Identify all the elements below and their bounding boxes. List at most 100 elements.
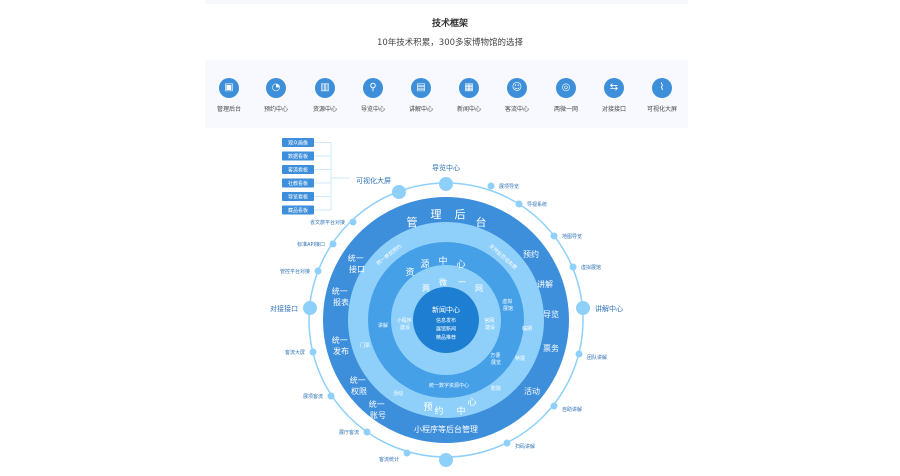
management-right-item: 讲解 bbox=[537, 279, 553, 289]
booking-title: 中 bbox=[456, 405, 465, 417]
management-right-item: 导览 bbox=[543, 309, 559, 319]
flow-item-label: 展项客流 bbox=[303, 393, 323, 400]
map-pin-icon: ⚲ bbox=[363, 78, 383, 98]
flow-item-node bbox=[309, 348, 317, 356]
management-left-item: 统一 发布 bbox=[332, 335, 351, 356]
share-icon: ⇆ bbox=[604, 78, 624, 98]
feature-globe[interactable]: ◎ 两微一网 bbox=[541, 78, 591, 113]
feature-share[interactable]: ⇆ 对接接口 bbox=[589, 78, 639, 113]
explain-item-node bbox=[503, 439, 511, 447]
management-title: 理 bbox=[431, 208, 442, 221]
dashboard-tag-label: 客流看板 bbox=[288, 167, 308, 174]
management-title: 台 bbox=[476, 215, 487, 229]
section-title: 技术框架 bbox=[431, 19, 468, 29]
guide-item-label: 导视系统 bbox=[527, 201, 547, 208]
feature-label: 新闻中心 bbox=[456, 106, 481, 113]
dashboard-tag-label: 数据看板 bbox=[288, 153, 308, 160]
feature-people[interactable]: ☺客流中心 bbox=[492, 78, 542, 113]
explain-item-node bbox=[575, 350, 583, 358]
guide-node bbox=[439, 177, 453, 191]
bar-chart-icon: ▥ bbox=[315, 78, 335, 98]
media-title: 微 bbox=[439, 277, 447, 287]
guide-item-node bbox=[487, 182, 495, 190]
management-title: 管 bbox=[407, 215, 418, 229]
flow-item-node bbox=[363, 428, 371, 436]
user-clock-icon: ◔ bbox=[266, 78, 286, 98]
monitor-icon: ▣ bbox=[219, 78, 239, 98]
people-icon: ☺ bbox=[507, 78, 527, 98]
interface-node bbox=[303, 301, 317, 315]
interface-item-node bbox=[329, 240, 337, 248]
explain-item-label: 团队讲解 bbox=[587, 354, 607, 361]
dashboard-tag bbox=[282, 165, 314, 174]
dashboard-tag bbox=[282, 151, 314, 161]
dashboard-tag-label: 藏品看板 bbox=[288, 207, 308, 214]
media-left: 小程序 建设 bbox=[397, 317, 414, 331]
booking-title: 约 bbox=[434, 405, 443, 417]
feature-line-chart[interactable]: ⌇可视化大屏 bbox=[637, 78, 687, 113]
management-left-item: 统一 账号 bbox=[369, 399, 388, 420]
booking-item: 临期 bbox=[522, 325, 532, 332]
presenter-icon: ▤ bbox=[411, 78, 431, 98]
dashboard-tag bbox=[282, 205, 314, 215]
management-right-item: 预约 bbox=[523, 249, 539, 259]
feature-newspaper[interactable]: ▦新闻中心 bbox=[444, 78, 494, 113]
feature-label: 讲解中心 bbox=[408, 106, 433, 113]
feature-label: 对接接口 bbox=[601, 106, 626, 113]
news-line: 精品推荐 bbox=[436, 334, 456, 341]
feature-label: 两微一网 bbox=[553, 106, 578, 113]
media-title: 网 bbox=[475, 284, 483, 293]
interface-label: 对接接口 bbox=[270, 304, 298, 313]
guide-label: 导览中心 bbox=[432, 163, 460, 172]
guide-item-label: 虚拟展馆 bbox=[581, 264, 601, 271]
ring-news bbox=[413, 287, 479, 353]
management-left-item: 统一 报表 bbox=[332, 286, 351, 307]
feature-presenter[interactable]: ▤ 讲解中心 bbox=[396, 78, 446, 113]
media-title: 两 bbox=[422, 284, 430, 293]
guide-item-node bbox=[569, 263, 577, 271]
management-bottom: 小程序等后台管理 bbox=[414, 424, 478, 434]
resource-bottom: 统一数字资源中心 bbox=[429, 382, 469, 389]
bottom-node bbox=[439, 453, 453, 467]
dashboard-tag-label: 导览看板 bbox=[288, 194, 308, 201]
feature-bar-chart[interactable]: ▥ 资源中心 bbox=[300, 78, 350, 113]
booking-title: 心 bbox=[467, 397, 476, 408]
flow-item-label: 展厅客流 bbox=[339, 429, 359, 436]
visual-node bbox=[392, 185, 406, 199]
dashboard-tag-label: 社教看板 bbox=[288, 180, 308, 187]
explain-item-node bbox=[550, 402, 558, 410]
booking-item: 活动 bbox=[393, 390, 403, 397]
resource-title: 源 bbox=[420, 259, 429, 270]
line-chart-icon: ⌇ bbox=[652, 78, 672, 98]
resource-title: 资 bbox=[405, 267, 414, 278]
explain-node bbox=[576, 301, 590, 315]
resource-item: 方便 展览 bbox=[490, 352, 502, 366]
explain-item-label: 扫码讲解 bbox=[515, 443, 535, 450]
booking-item: 讲解 bbox=[378, 322, 388, 329]
top-divider bbox=[205, 0, 688, 4]
booking-item: 特展 bbox=[515, 355, 525, 362]
dashboard-tag bbox=[282, 138, 314, 147]
interface-item-label: 标准API接口 bbox=[297, 241, 325, 248]
feature-label: 导览中心 bbox=[360, 106, 385, 113]
resource-title: 心 bbox=[456, 259, 465, 270]
management-right-item: 票务 bbox=[543, 343, 559, 353]
feature-monitor[interactable]: ▣ 管理后台 bbox=[204, 78, 254, 113]
management-title: 后 bbox=[455, 208, 466, 221]
interface-item-node bbox=[314, 267, 322, 275]
flow-item-label: 客流统计 bbox=[379, 456, 399, 463]
feature-map-pin[interactable]: ⚲ 导览中心 bbox=[348, 78, 398, 113]
management-right-item: 活动 bbox=[524, 386, 540, 396]
booking-item: 影院 bbox=[491, 385, 501, 392]
section-subtitle: 10年技术积累，300多家博物馆的选择 bbox=[376, 38, 524, 48]
globe-icon: ◎ bbox=[556, 78, 576, 98]
media-title: 一 bbox=[458, 278, 466, 287]
feature-label: 管理后台 bbox=[216, 106, 241, 113]
feature-label: 资源中心 bbox=[312, 106, 337, 113]
flow-item-label: 客流大屏 bbox=[285, 349, 305, 356]
explain-label: 讲解中心 bbox=[595, 304, 623, 313]
news-title: 新闻中心 bbox=[432, 305, 460, 314]
feature-user-clock[interactable]: ◔预约中心 bbox=[251, 78, 301, 113]
dashboard-tag bbox=[282, 178, 314, 188]
